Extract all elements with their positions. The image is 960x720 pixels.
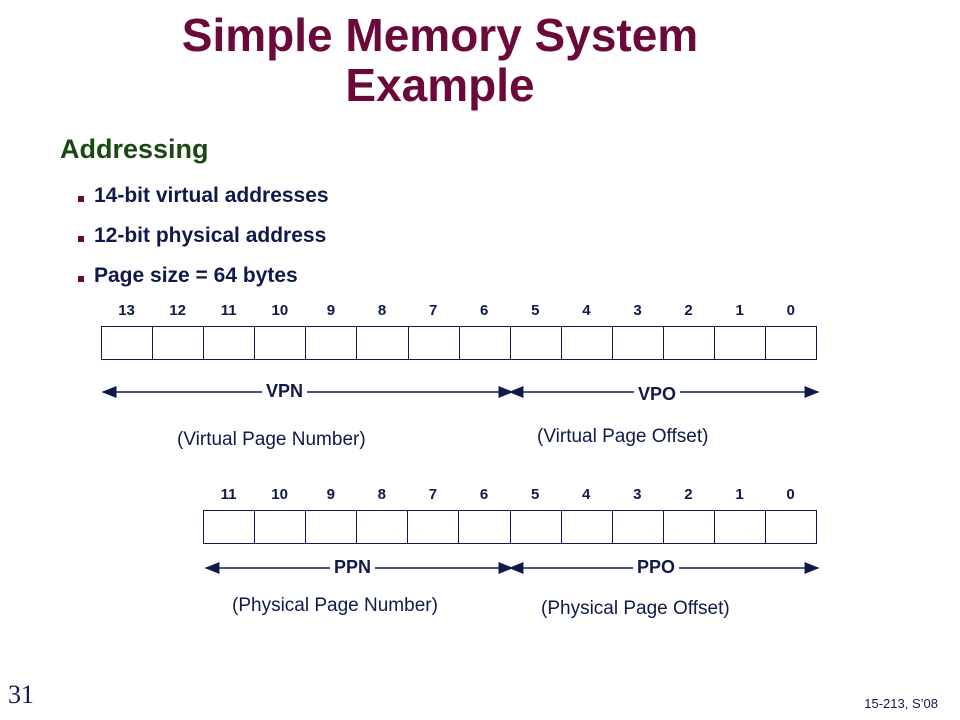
bit-number: 13: [118, 302, 135, 319]
bit-number: 5: [530, 486, 540, 503]
bit-cell: [613, 511, 664, 543]
virtual-bit-numbers: 13 12 11 10 9 8 7 6 5 4 3 2 1 0: [101, 302, 816, 319]
bit-cell: [204, 327, 256, 359]
vpo-label: VPO: [634, 384, 681, 405]
ppn-description: (Physical Page Number): [232, 595, 438, 616]
bit-cell: [715, 327, 767, 359]
virtual-address-cells: [101, 326, 818, 360]
bit-number: 9: [326, 486, 335, 503]
square-bullet-icon: [78, 196, 84, 202]
bullet-text: 14-bit virtual addresses: [94, 184, 329, 207]
bit-cell: [255, 327, 307, 359]
bit-number: 4: [582, 486, 591, 503]
bit-number: 4: [582, 302, 591, 319]
bit-number: 11: [220, 302, 237, 319]
bit-cell: [153, 327, 205, 359]
physical-address-cells: [203, 510, 818, 544]
bit-cell: [460, 327, 511, 359]
bit-number: 12: [169, 302, 186, 319]
vpn-description: (Virtual Page Number): [177, 429, 366, 450]
bit-number: 6: [480, 302, 489, 319]
bit-cell: [306, 511, 358, 543]
bit-number: 7: [428, 302, 438, 319]
ppo-description: (Physical Page Offset): [541, 598, 730, 619]
bit-cell: [664, 511, 715, 543]
bit-cell: [306, 327, 358, 359]
bit-cell: [511, 327, 562, 359]
bit-number: 2: [684, 486, 693, 503]
bit-number: 9: [326, 302, 336, 319]
bullet-item: 12-bit physical address: [78, 216, 329, 256]
course-label: 15-213, S’08: [864, 696, 938, 711]
vpo-description: (Virtual Page Offset): [537, 426, 709, 447]
physical-bit-numbers: 11 10 9 8 7 6 5 4 3 2 1 0: [203, 486, 816, 503]
section-heading: Addressing: [60, 134, 209, 164]
ppn-label: PPN: [330, 557, 376, 578]
bit-cell: [613, 327, 665, 359]
bit-cell: [511, 511, 562, 543]
bit-cell: [255, 511, 307, 543]
bullet-text: Page size = 64 bytes: [94, 264, 298, 287]
bit-cell: [766, 511, 818, 543]
bit-number: 8: [377, 486, 386, 503]
bit-number: 5: [531, 302, 540, 319]
bit-cell: [459, 511, 511, 543]
bit-cell: [562, 511, 613, 543]
bit-number: 0: [786, 302, 795, 319]
bit-cell: [664, 327, 716, 359]
bit-number: 1: [735, 486, 744, 503]
bit-number: 10: [271, 486, 288, 503]
bit-number: 10: [271, 302, 289, 319]
square-bullet-icon: [78, 236, 84, 242]
bit-number: 8: [377, 302, 387, 319]
bit-number: 2: [684, 302, 693, 319]
bit-cell: [102, 327, 154, 359]
ppo-label: PPO: [633, 557, 680, 578]
bit-number: 3: [633, 486, 642, 503]
bit-number: 11: [220, 486, 237, 503]
bit-number: 1: [735, 302, 744, 319]
bit-cell: [204, 511, 256, 543]
slide-number: 31: [8, 680, 34, 709]
bit-cell: [357, 327, 409, 359]
bit-number: 7: [428, 486, 438, 503]
bit-cell: [357, 511, 409, 543]
bullet-item: Page size = 64 bytes: [78, 256, 329, 296]
bullet-item: 14-bit virtual addresses: [78, 176, 329, 216]
vpn-label: VPN: [262, 381, 308, 402]
bit-number: 3: [633, 302, 642, 319]
bit-cell: [408, 511, 460, 543]
bullet-text: 12-bit physical address: [94, 224, 327, 247]
bit-cell: [766, 327, 818, 359]
bit-cell: [409, 327, 460, 359]
bullet-list: 14-bit virtual addresses 12-bit physical…: [78, 176, 329, 296]
bit-number: 6: [479, 486, 489, 503]
square-bullet-icon: [78, 276, 84, 282]
bit-cell: [715, 511, 767, 543]
bit-cell: [562, 327, 613, 359]
bit-number: 0: [786, 486, 795, 503]
